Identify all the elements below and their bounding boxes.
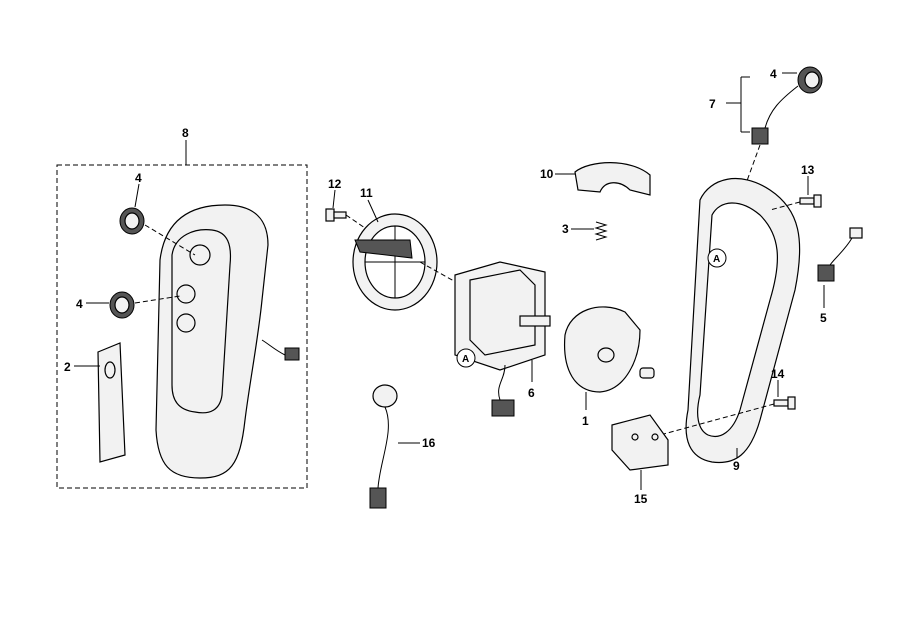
- callout-11: 11: [360, 186, 373, 200]
- callout-8: 8: [182, 126, 189, 140]
- screw-14: [773, 396, 796, 410]
- kit-8-boundary: [56, 164, 308, 489]
- callout-4-upper: 4: [135, 171, 142, 185]
- cap-10: [574, 162, 651, 196]
- housing-9: [685, 177, 801, 464]
- callout-7: 7: [709, 97, 716, 111]
- callout-4-right: 4: [770, 67, 777, 81]
- reference-a-right: A: [707, 248, 727, 268]
- callout-12: 12: [328, 177, 342, 191]
- spring-3: [594, 221, 608, 241]
- svg-text:A: A: [713, 254, 720, 265]
- callout-5: 5: [820, 311, 827, 325]
- plate-15: [611, 414, 669, 471]
- switch-kit-7: [751, 66, 823, 145]
- svg-text:A: A: [462, 354, 469, 365]
- callout-1: 1: [582, 414, 589, 428]
- callout-9: 9: [733, 459, 740, 473]
- callout-10: 10: [540, 167, 554, 181]
- harness-16: [369, 384, 398, 509]
- wheel-11: [352, 213, 438, 311]
- callout-14: 14: [771, 367, 785, 381]
- handle-cover: [155, 204, 300, 479]
- push-button-lower: [109, 291, 135, 319]
- screw-12: [325, 208, 347, 222]
- reference-a-left: A: [456, 348, 476, 368]
- screw-13: [799, 194, 822, 208]
- knob-1: [563, 306, 655, 393]
- callout-2: 2: [64, 360, 71, 374]
- decal-2: [97, 342, 126, 463]
- bracket-6: [454, 261, 551, 417]
- connector-5: [817, 227, 863, 282]
- callout-16: 16: [422, 436, 436, 450]
- callout-6: 6: [528, 386, 535, 400]
- push-button-upper: [119, 207, 145, 235]
- callout-15: 15: [634, 492, 648, 506]
- callout-3: 3: [562, 222, 569, 236]
- callout-4-lower: 4: [76, 297, 83, 311]
- callout-13: 13: [801, 163, 815, 177]
